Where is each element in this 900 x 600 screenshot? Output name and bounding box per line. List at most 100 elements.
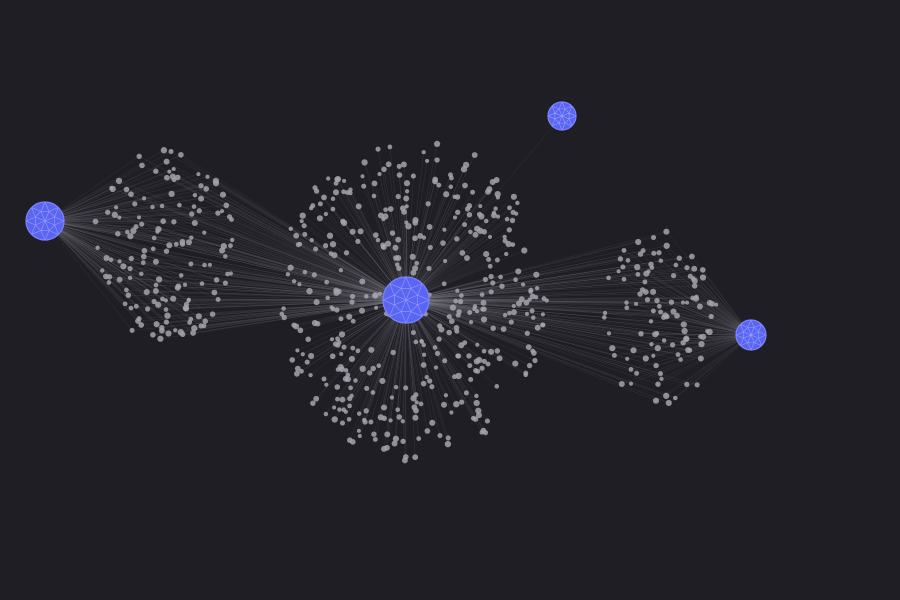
leaf-node[interactable] — [339, 351, 344, 357]
leaf-node[interactable] — [191, 204, 197, 209]
leaf-node[interactable] — [455, 372, 462, 380]
leaf-node[interactable] — [310, 203, 316, 209]
leaf-node[interactable] — [368, 346, 375, 353]
leaf-node[interactable] — [480, 306, 486, 312]
leaf-node[interactable] — [153, 321, 160, 328]
leaf-node[interactable] — [220, 242, 227, 250]
leaf-node[interactable] — [341, 189, 347, 195]
leaf-node[interactable] — [404, 204, 409, 209]
leaf-node[interactable] — [150, 332, 156, 338]
leaf-node[interactable] — [128, 305, 134, 311]
leaf-node[interactable] — [601, 315, 607, 320]
leaf-node[interactable] — [421, 342, 426, 348]
leaf-node[interactable] — [333, 180, 339, 186]
leaf-node[interactable] — [466, 353, 472, 359]
leaf-node[interactable] — [188, 261, 194, 267]
leaf-node[interactable] — [449, 304, 456, 311]
leaf-node[interactable] — [473, 399, 480, 407]
leaf-node[interactable] — [310, 400, 316, 406]
leaf-node[interactable] — [291, 279, 297, 284]
leaf-node[interactable] — [617, 256, 624, 262]
leaf-node[interactable] — [616, 269, 621, 274]
leaf-node[interactable] — [375, 237, 381, 243]
leaf-node[interactable] — [446, 314, 452, 320]
leaf-node[interactable] — [483, 251, 490, 258]
leaf-node[interactable] — [477, 227, 484, 234]
leaf-node[interactable] — [495, 214, 501, 219]
leaf-node[interactable] — [317, 201, 323, 207]
leaf-node[interactable] — [128, 191, 134, 198]
leaf-node[interactable] — [326, 232, 334, 239]
leaf-node[interactable] — [618, 381, 625, 387]
leaf-node[interactable] — [628, 367, 634, 372]
leaf-node[interactable] — [337, 364, 344, 371]
leaf-node[interactable] — [444, 440, 452, 448]
leaf-node[interactable] — [687, 273, 693, 279]
leaf-node[interactable] — [670, 272, 677, 279]
leaf-node[interactable] — [228, 271, 233, 276]
leaf-node[interactable] — [481, 348, 487, 354]
leaf-node[interactable] — [507, 310, 512, 316]
leaf-node[interactable] — [343, 250, 350, 256]
leaf-node[interactable] — [694, 382, 700, 388]
leaf-node[interactable] — [698, 340, 705, 348]
leaf-node[interactable] — [139, 221, 145, 227]
leaf-node[interactable] — [714, 302, 719, 307]
leaf-node[interactable] — [301, 223, 307, 229]
leaf-node[interactable] — [510, 209, 516, 215]
leaf-node[interactable] — [506, 227, 512, 233]
leaf-node[interactable] — [356, 411, 362, 416]
leaf-node[interactable] — [401, 209, 407, 215]
leaf-node[interactable] — [412, 235, 418, 242]
leaf-node[interactable] — [511, 303, 516, 309]
leaf-node[interactable] — [540, 322, 546, 328]
leaf-node[interactable] — [624, 305, 630, 311]
leaf-node[interactable] — [609, 345, 616, 352]
leaf-node[interactable] — [706, 299, 713, 306]
leaf-node[interactable] — [395, 236, 402, 243]
leaf-node[interactable] — [124, 287, 129, 293]
leaf-node[interactable] — [412, 220, 419, 226]
leaf-node[interactable] — [111, 211, 118, 218]
leaf-node[interactable] — [325, 295, 330, 301]
leaf-node[interactable] — [478, 204, 483, 209]
leaf-node[interactable] — [313, 395, 320, 402]
leaf-node[interactable] — [673, 395, 678, 401]
leaf-node[interactable] — [182, 282, 188, 287]
leaf-node[interactable] — [377, 171, 382, 177]
leaf-node[interactable] — [528, 287, 534, 293]
leaf-node[interactable] — [367, 370, 373, 376]
leaf-node[interactable] — [341, 407, 346, 412]
leaf-node[interactable] — [175, 174, 181, 181]
leaf-node[interactable] — [432, 345, 438, 350]
leaf-node[interactable] — [648, 319, 654, 324]
leaf-node[interactable] — [139, 271, 144, 277]
leaf-node[interactable] — [332, 189, 340, 196]
leaf-node[interactable] — [663, 392, 670, 399]
leaf-node[interactable] — [403, 385, 409, 391]
leaf-node[interactable] — [473, 368, 479, 374]
leaf-node[interactable] — [202, 230, 207, 235]
leaf-node[interactable] — [207, 262, 212, 267]
leaf-node[interactable] — [153, 168, 159, 174]
leaf-node[interactable] — [223, 202, 230, 209]
leaf-node[interactable] — [324, 279, 330, 285]
leaf-node[interactable] — [108, 257, 114, 263]
leaf-node[interactable] — [313, 246, 319, 252]
leaf-node[interactable] — [696, 303, 703, 310]
leaf-node[interactable] — [215, 210, 221, 216]
leaf-node[interactable] — [100, 268, 105, 273]
leaf-node[interactable] — [355, 203, 362, 210]
leaf-node[interactable] — [496, 355, 503, 362]
leaf-node[interactable] — [661, 314, 667, 321]
leaf-node[interactable] — [482, 276, 488, 283]
leaf-node[interactable] — [202, 318, 208, 324]
leaf-node[interactable] — [524, 330, 530, 336]
leaf-node[interactable] — [196, 208, 202, 214]
leaf-node[interactable] — [113, 205, 119, 210]
leaf-node[interactable] — [680, 340, 686, 346]
leaf-node[interactable] — [344, 189, 351, 196]
leaf-node[interactable] — [343, 368, 349, 373]
leaf-node[interactable] — [403, 195, 410, 202]
leaf-node[interactable] — [380, 242, 386, 248]
